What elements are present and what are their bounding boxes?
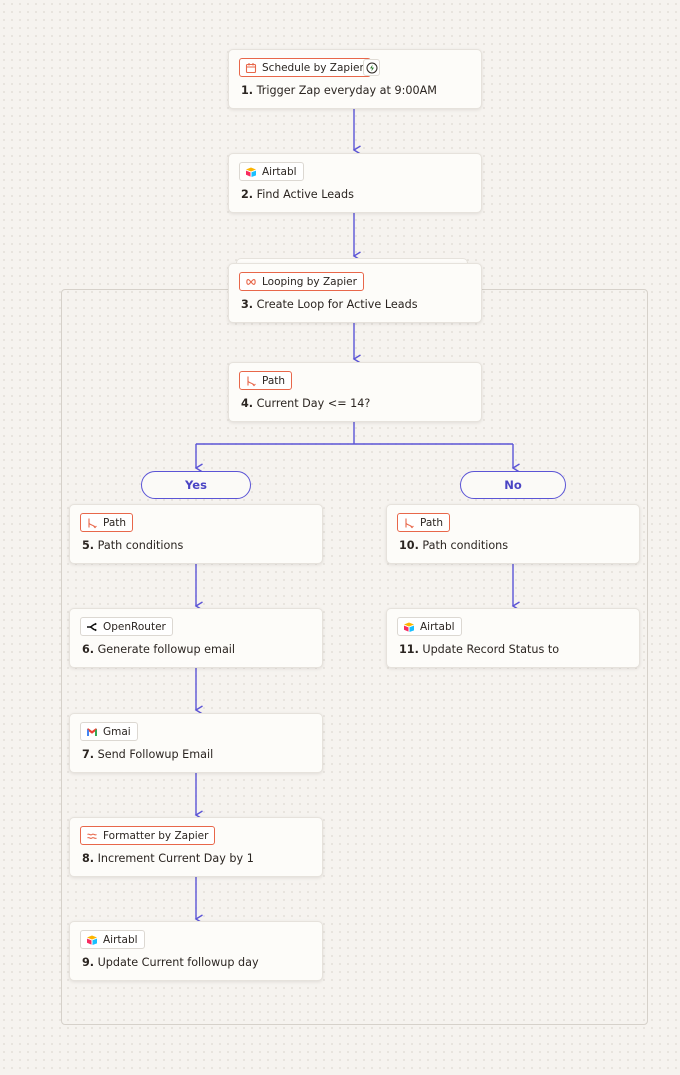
step-label: 4. Current Day <= 14? [241, 397, 371, 410]
path-icon [86, 517, 98, 529]
app-badge: Path [80, 513, 134, 532]
step-label: 3. Create Loop for Active Leads [241, 298, 418, 311]
step-label: 5. Path conditions [82, 539, 184, 552]
step-label: 8. Increment Current Day by 1 [82, 852, 254, 865]
airtable-icon [245, 166, 257, 178]
app-name: Path [420, 516, 444, 529]
app-badge: Airtabl [80, 930, 145, 949]
step-label: 10. Path conditions [399, 539, 509, 552]
step-3-node[interactable]: Looping by Zapier 3. Create Loop for Act… [228, 263, 482, 323]
step-label: 9. Update Current followup day [82, 956, 259, 969]
app-badge: Path [397, 513, 451, 532]
app-name: Schedule by Zapier [262, 61, 364, 74]
app-badge: Airtabl [239, 162, 304, 181]
app-badge: OpenRouter [80, 617, 173, 636]
app-badge: Looping by Zapier [239, 272, 364, 291]
airtable-icon [86, 934, 98, 946]
app-name: Path [103, 516, 127, 529]
app-name: Path [262, 374, 286, 387]
app-badge: Airtabl [397, 617, 462, 636]
step-label: 11. Update Record Status to [399, 643, 560, 656]
step-label: 6. Generate followup email [82, 643, 236, 656]
step-4-node[interactable]: Path 4. Current Day <= 14? [228, 362, 482, 422]
branch-no-pill[interactable]: No [460, 471, 566, 499]
step-7-node[interactable]: Gmai 7. Send Followup Email [69, 713, 323, 773]
gmail-icon [86, 726, 98, 738]
app-badge: Schedule by Zapier [239, 58, 371, 77]
calendar-icon [245, 62, 257, 74]
step-10-node[interactable]: Path 10. Path conditions [386, 504, 640, 564]
step-6-node[interactable]: OpenRouter 6. Generate followup email [69, 608, 323, 668]
app-name: Formatter by Zapier [103, 829, 209, 842]
app-name: Airtabl [420, 620, 455, 633]
step-label: 2. Find Active Leads [241, 188, 354, 201]
formatter-icon [86, 830, 98, 842]
app-badge: Path [239, 371, 293, 390]
step-1-node[interactable]: Schedule by Zapier 1. Trigger Zap everyd… [228, 49, 482, 109]
trigger-bolt-icon [363, 59, 380, 76]
path-icon [245, 375, 257, 387]
path-icon [403, 517, 415, 529]
step-11-node[interactable]: Airtabl 11. Update Record Status to [386, 608, 640, 668]
airtable-icon [403, 621, 415, 633]
step-label: 1. Trigger Zap everyday at 9:00AM [241, 84, 437, 97]
app-badge: Formatter by Zapier [80, 826, 216, 845]
step-9-node[interactable]: Airtabl 9. Update Current followup day [69, 921, 323, 981]
app-name: Gmai [103, 725, 131, 738]
app-badge: Gmai [80, 722, 138, 741]
loop-icon [245, 276, 257, 288]
step-5-node[interactable]: Path 5. Path conditions [69, 504, 323, 564]
step-label: 7. Send Followup Email [82, 748, 214, 761]
step-8-node[interactable]: Formatter by Zapier 8. Increment Current… [69, 817, 323, 877]
openrouter-icon [86, 621, 98, 633]
app-name: Airtabl [262, 165, 297, 178]
app-name: Airtabl [103, 933, 138, 946]
app-name: OpenRouter [103, 620, 166, 633]
step-2-node[interactable]: Airtabl 2. Find Active Leads [228, 153, 482, 213]
app-name: Looping by Zapier [262, 275, 357, 288]
branch-yes-pill[interactable]: Yes [141, 471, 251, 499]
